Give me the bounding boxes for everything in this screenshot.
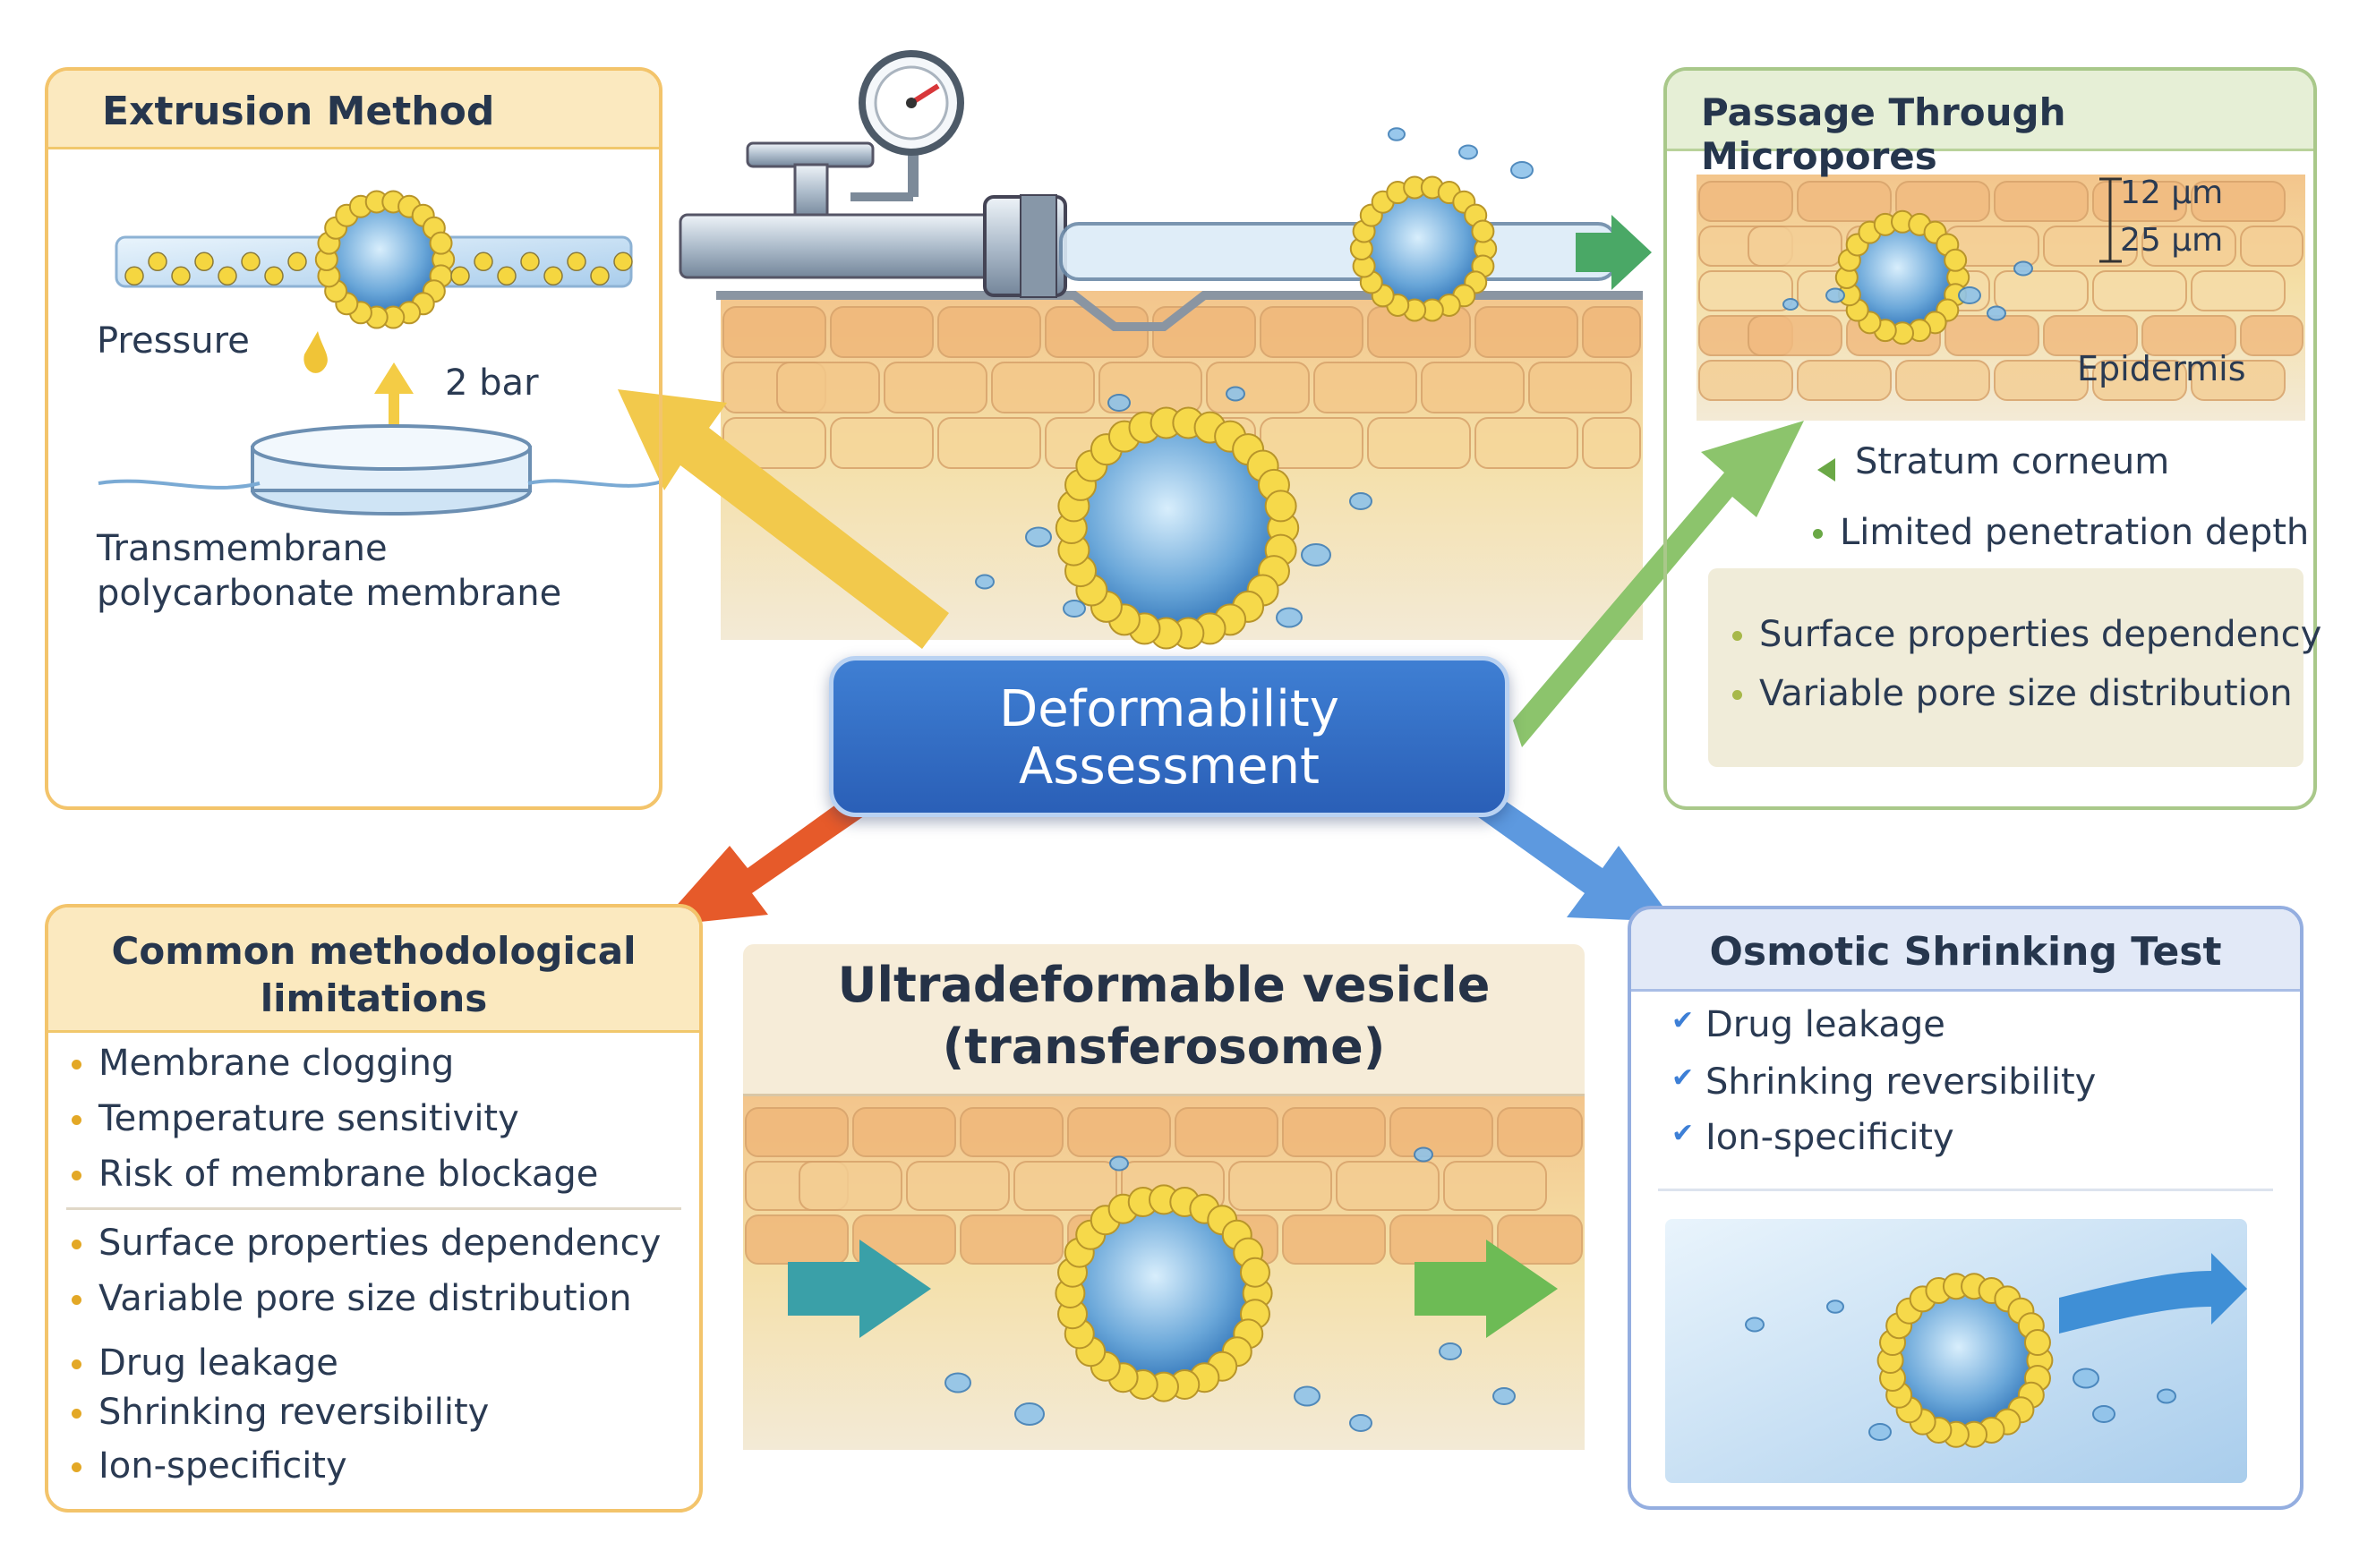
limitations-bullet-5: Drug leakage (72, 1342, 338, 1384)
pressure-value: 2 bar (445, 362, 539, 404)
limitations-bullet-1: Temperature sensitivity (72, 1098, 519, 1139)
panel-limitations-title-line1: Common methodological (111, 929, 637, 973)
panel-osmotic-title: Osmotic Shrinking Test (1709, 929, 2222, 975)
membrane-label-line2: polycarbonate membrane (97, 573, 562, 614)
epidermis-label: Epidermis (2077, 349, 2246, 388)
stratum-corneum-label: Stratum corneum (1855, 441, 2170, 482)
scale-bottom-label: 25 µm (2120, 222, 2224, 259)
connector-arrows (618, 389, 1804, 926)
arrow-to-extrusion (618, 389, 949, 649)
check-icon: ✔ (1671, 1118, 1695, 1149)
panel-extrusion-title: Extrusion Method (102, 89, 495, 134)
outflow-arrow-icon (1415, 1240, 1558, 1338)
osmotic-item-0-label: Drug leakage (1705, 1004, 1945, 1045)
arrow-to-osmotic (1468, 788, 1674, 922)
limitations-bullet-3: Surface properties dependency (71, 1223, 662, 1264)
vesicle-illustration (743, 1096, 1585, 1450)
limitations-bullet-4: Variable pore size distribution (72, 1278, 632, 1319)
top-center-illustration (679, 50, 1652, 650)
vesicle-osmotic (1745, 1273, 2176, 1448)
up-arrow-icon (374, 362, 414, 447)
panel-micropores-title: Passage Through Micropores (1701, 90, 2066, 178)
membrane-beads (124, 190, 633, 329)
arrow-to-limitations (658, 788, 873, 926)
limitations-bullet-2: Risk of membrane blockage (71, 1154, 599, 1195)
stratum-marker-icon (1817, 458, 1835, 481)
panel-vesicle-header: Ultradeformable vesicle (transferosome) (743, 944, 1585, 1096)
vesicle-bottom (944, 1146, 1516, 1432)
osmotic-item-0: ✔ Drug leakage (1671, 1004, 1945, 1045)
osmotic-item-2-label: Ion-specificity (1705, 1117, 1954, 1158)
panel-osmotic: Osmotic Shrinking Test (1628, 906, 2303, 1510)
check-icon: ✔ (1671, 1005, 1695, 1036)
scale-top-label: 12 µm (2120, 175, 2224, 211)
panel-extrusion: Extrusion Method (45, 67, 662, 810)
panel-micropores-header: Passage Through Micropores (1667, 71, 2313, 178)
center-title-line2: Assessment (1019, 737, 1320, 796)
osmotic-item-1-label: Shrinking reversibility (1705, 1061, 2097, 1103)
vesicle-micro (1782, 209, 2033, 345)
extrusion-device-icon (679, 141, 1652, 298)
inflow-arrow-icon (788, 1240, 931, 1338)
vesicle-cluster-top (975, 127, 1534, 650)
osmotic-illustration (1665, 1219, 2247, 1483)
micropores-illustration (1697, 175, 2305, 767)
membrane-label-line1: Transmembrane (97, 528, 388, 569)
pressure-gauge-icon (850, 50, 964, 201)
pressure-label: Pressure (97, 320, 250, 362)
check-icon: ✔ (1671, 1062, 1695, 1094)
osmotic-item-1: ✔ Shrinking reversibility (1671, 1061, 2097, 1103)
limitations-bullet-0: Membrane clogging (71, 1043, 455, 1084)
center-box: Deformability Assessment (829, 656, 1509, 817)
panel-limitations-header: Common methodological limitations (48, 908, 699, 1033)
panel-vesicle-title-line2: (transferosome) (942, 1018, 1386, 1075)
panel-limitations: Common methodological limitations (45, 904, 703, 1513)
limitations-divider (66, 1207, 681, 1210)
panel-osmotic-header: Osmotic Shrinking Test (1631, 909, 2300, 992)
flow-arrow-icon (2059, 1253, 2247, 1334)
limitations-bullet-7: Ion-specificity (72, 1445, 347, 1487)
limitations-bullet-6: Shrinking reversibility (71, 1392, 490, 1433)
panel-extrusion-header: Extrusion Method (48, 71, 659, 149)
extrusion-illustration (98, 190, 663, 516)
panel-vesicle-title-line1: Ultradeformable vesicle (837, 957, 1491, 1013)
osmotic-divider (1658, 1189, 2273, 1191)
droplet-icon (303, 331, 328, 373)
micropores-bullet-1: Variable pore size distribution (1732, 673, 2293, 714)
arrow-to-micropores (1513, 421, 1804, 747)
penetration-depth-label: Limited penetration depth (1812, 512, 2310, 553)
panel-micropores: Passage Through Micropores (1663, 67, 2317, 810)
osmotic-item-2: ✔ Ion-specificity (1671, 1117, 1954, 1158)
micropores-bullet-0: Surface properties dependency (1731, 614, 2322, 655)
panel-limitations-title-line2: limitations (260, 976, 488, 1020)
center-title-line1: Deformability (999, 680, 1339, 738)
panel-vesicle: Ultradeformable vesicle (transferosome) (743, 944, 1585, 1454)
